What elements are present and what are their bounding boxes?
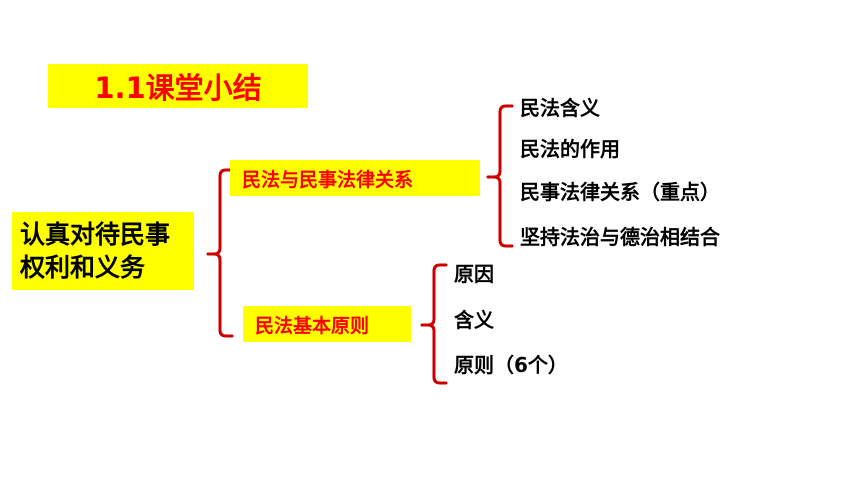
root-topic-line-1: 认真对待民事 [20,220,171,249]
leaf-civil-legal-relations: 民事法律关系（重点） [520,180,720,204]
leaf-reason: 原因 [454,262,494,286]
leaf-civil-law-meaning: 民法含义 [520,96,600,120]
root-bracket [206,168,234,338]
branch-label: 民法基本原则 [255,314,370,337]
leaf-civil-law-role: 民法的作用 [520,137,620,161]
root-topic-line-2: 权利和义务 [20,253,146,282]
summary-title: 1.1课堂小结 [48,64,308,108]
leaf-meaning: 含义 [454,308,494,332]
branch-1-bracket [486,104,514,248]
summary-title-text: 1.1课堂小结 [94,71,262,105]
branch-label: 民法与民事法律关系 [242,168,414,191]
leaf-six-principles: 原则（6个） [454,353,568,377]
branch-civil-law-relations: 民法与民事法律关系 [230,160,480,196]
branch-2-bracket [420,263,448,385]
root-topic: 认真对待民事 权利和义务 [12,212,194,290]
branch-civil-law-principles: 民法基本原则 [243,306,411,342]
leaf-rule-of-law-and-virtue: 坚持法治与德治相结合 [520,225,720,249]
